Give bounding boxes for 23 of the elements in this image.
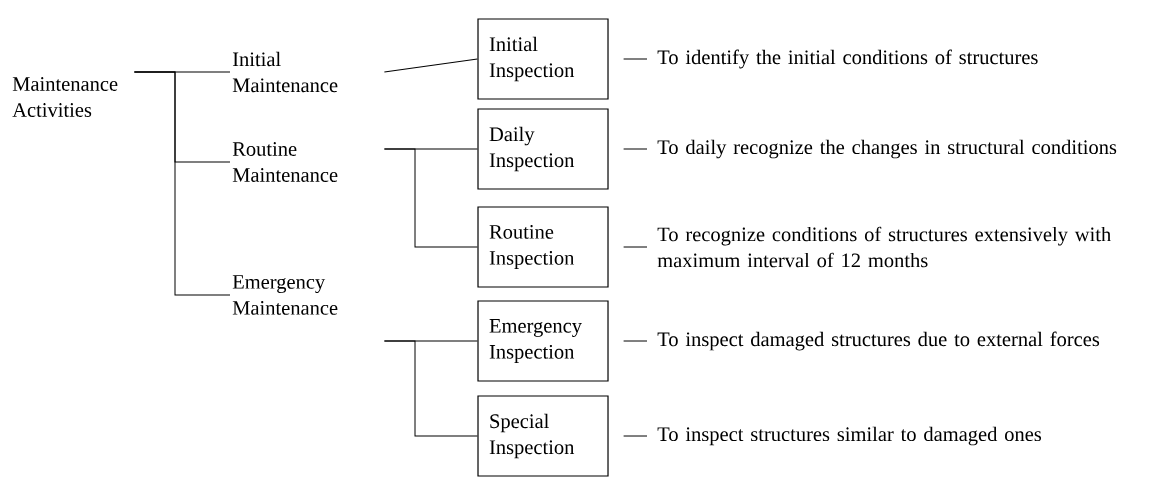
description-text: To identify the initial conditions of structures (657, 49, 1038, 69)
activity-label: Routine Maintenance (232, 142, 338, 182)
connector-line (623, 58, 648, 60)
inspection-box: Special Inspection (477, 395, 609, 477)
description-text: To inspect damaged structures due to external forces (657, 331, 1100, 351)
inspection-box: Daily Inspection (477, 108, 609, 190)
connector-line (623, 246, 648, 248)
connector-line (623, 148, 648, 150)
connector-line (383, 340, 478, 437)
description-text: To daily recognize the changes in structural conditions (657, 139, 1117, 159)
inspection-box: Emergency Inspection (477, 300, 609, 382)
inspection-box: Initial Inspection (477, 18, 609, 100)
description-text: To inspect structures similar to damaged ones (657, 426, 1042, 446)
connector-line (623, 435, 648, 437)
description-text: To recognize conditions of structures extensively with maximum interval of 12 months (657, 226, 1111, 268)
activity-label: Maintenance Activities (12, 77, 118, 117)
connector-line (383, 58, 478, 73)
activity-label: Initial Maintenance (232, 51, 338, 93)
activity-label: Emergency Maintenance (232, 275, 338, 315)
connector-line (133, 71, 231, 296)
inspection-box: Routine Inspection (477, 206, 609, 288)
connector-line (623, 340, 648, 342)
connector-line (383, 148, 478, 248)
